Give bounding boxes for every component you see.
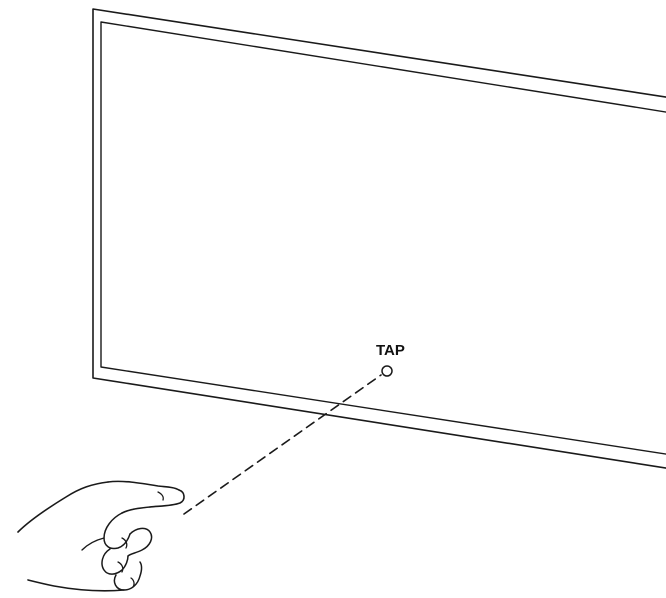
tap-target[interactable]: TAP xyxy=(376,342,405,377)
panel-inner-screen xyxy=(100,21,666,455)
tap-point-icon[interactable] xyxy=(381,365,393,377)
pointing-hand-icon xyxy=(17,480,185,592)
pointer-dashed-line xyxy=(183,374,382,515)
display-panel xyxy=(92,8,666,469)
panel-outer-frame xyxy=(92,8,666,469)
tap-label: TAP xyxy=(376,342,405,359)
